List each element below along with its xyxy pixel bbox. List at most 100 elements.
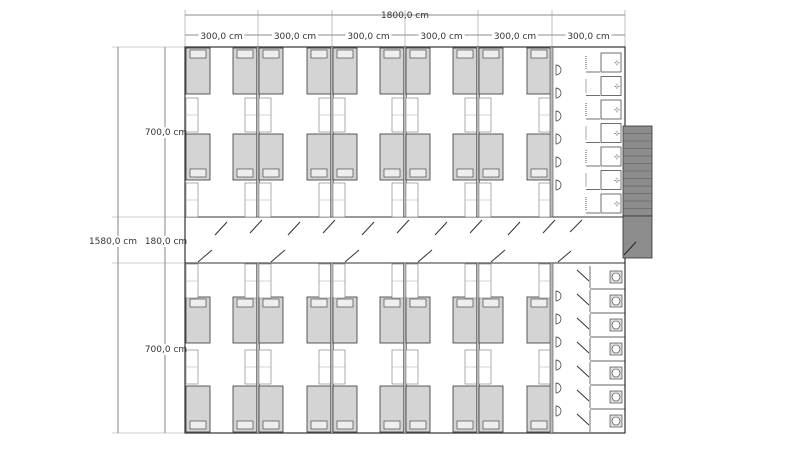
pillow: [530, 298, 548, 308]
pillow: [189, 420, 207, 430]
dim-module-width: 300,0 cm: [494, 32, 536, 42]
shower: [600, 170, 622, 190]
toilet-bowl: [611, 368, 621, 378]
partition-wall: [549, 46, 554, 218]
shower: [600, 123, 622, 143]
pillow: [456, 420, 474, 430]
shower: [600, 76, 622, 96]
toilet-bowl: [611, 272, 621, 282]
door-swing: [623, 241, 637, 256]
shower-head-icon: ⊹: [614, 106, 620, 114]
door-swing: [576, 269, 590, 282]
dim-top-block: 700,0 cm: [145, 128, 187, 138]
dim-label-bg: [144, 344, 186, 355]
pillow: [236, 420, 254, 430]
partition-wall: [403, 262, 407, 434]
sink: [555, 405, 562, 417]
toilet-bowl: [611, 416, 621, 426]
door-swing: [344, 249, 360, 263]
shower-head-icon: ⊹: [614, 200, 620, 208]
pillow: [482, 49, 500, 59]
sink: [555, 133, 562, 145]
partition-wall: [549, 262, 554, 434]
sink: [555, 313, 562, 325]
dim-module-width: 300,0 cm: [200, 32, 242, 42]
dim-label-bg: [88, 236, 140, 247]
door-swing: [197, 249, 213, 263]
shower: [600, 52, 622, 73]
dim-module-width: 300,0 cm: [420, 32, 462, 42]
shower-head-icon: ⊹: [614, 153, 620, 161]
dim-bottom-block: 700,0 cm: [145, 345, 187, 355]
pillow: [530, 168, 548, 178]
sink: [555, 290, 562, 302]
pillow: [409, 49, 427, 59]
pillow: [310, 298, 328, 308]
door-swing: [507, 221, 521, 236]
door-swing: [417, 249, 433, 263]
sink: [555, 64, 562, 76]
pillow: [456, 298, 474, 308]
pillow: [409, 168, 427, 178]
shower-head-icon: ⊹: [614, 59, 620, 67]
partition-wall: [476, 262, 480, 434]
dim-label-bg: [144, 236, 186, 247]
pillow: [336, 49, 354, 59]
pillow: [336, 168, 354, 178]
toilet-bowl: [611, 320, 621, 330]
dim-label-bg: [272, 30, 318, 41]
door-swing: [361, 221, 375, 236]
door-swing: [287, 221, 301, 236]
shower-head-icon: ⊹: [614, 130, 620, 138]
door-swing: [469, 219, 483, 234]
door-swing: [576, 341, 590, 354]
dim-module-width: 300,0 cm: [567, 32, 609, 42]
pillow: [482, 298, 500, 308]
partition-wall: [256, 262, 260, 434]
pillow: [456, 168, 474, 178]
pillow: [262, 49, 280, 59]
shower: [600, 99, 622, 120]
dim-label-bg: [198, 30, 245, 41]
pillow: [262, 168, 280, 178]
shower-head-icon: ⊹: [614, 83, 620, 91]
pillow: [262, 298, 280, 308]
shower: [600, 146, 622, 167]
pillow: [530, 420, 548, 430]
dimension-lines: [88, 10, 626, 434]
door-swing: [434, 221, 448, 236]
pillow: [530, 49, 548, 59]
pillow: [383, 49, 401, 59]
pillow: [189, 168, 207, 178]
dim-total-width: 1800,0 cm: [381, 11, 429, 21]
dim-label-bg: [565, 30, 612, 41]
partition-wall: [330, 262, 334, 434]
door-swing: [270, 249, 286, 263]
pillow: [409, 298, 427, 308]
door-swing: [576, 389, 590, 402]
sink: [555, 179, 562, 191]
door-swing: [576, 317, 590, 330]
door-swing: [569, 219, 583, 233]
pillow: [189, 298, 207, 308]
sink: [555, 359, 562, 371]
door-swing: [322, 219, 336, 234]
toilet-bowl: [611, 296, 621, 306]
sink: [555, 110, 562, 122]
pillow: [236, 49, 254, 59]
sink: [555, 87, 562, 99]
pillow: [383, 298, 401, 308]
pillow: [236, 298, 254, 308]
dim-label-bg: [492, 30, 538, 41]
toilet-bowl: [611, 392, 621, 402]
door-swing: [490, 249, 506, 263]
dim-corridor: 180,0 cm: [145, 237, 187, 247]
door-swing: [249, 219, 263, 234]
door-swing: [576, 365, 590, 378]
dim-module-width: 300,0 cm: [347, 32, 389, 42]
pillow: [336, 298, 354, 308]
door-swing: [396, 219, 410, 234]
pillow: [189, 49, 207, 59]
sink: [555, 156, 562, 168]
